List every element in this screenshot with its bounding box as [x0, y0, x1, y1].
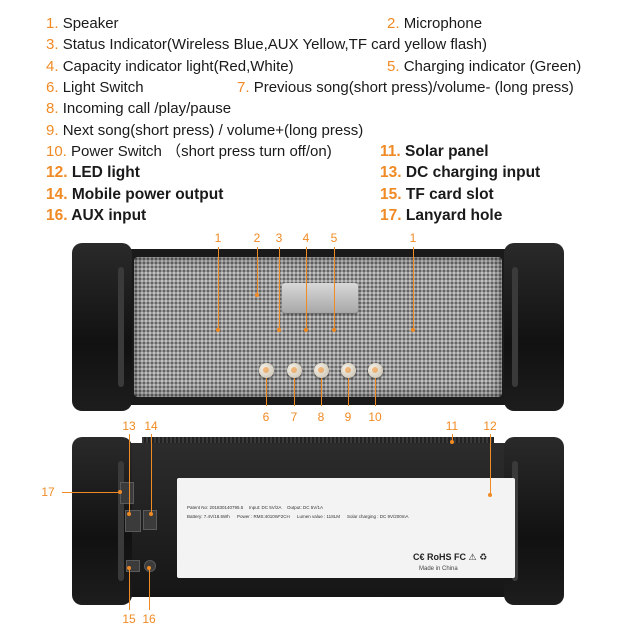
product-label-plate: Patent No: 201830140795.5 Input: DC 5V/2…	[177, 478, 515, 578]
microphone-panel	[282, 283, 358, 313]
lanyard-hole	[120, 482, 134, 504]
leader-dot	[411, 328, 415, 332]
speaker-top-view	[72, 243, 564, 411]
legend-item-2: 2. Microphone	[387, 15, 483, 32]
legend-item-10: 10. Power Switch （short press turn off/o…	[46, 143, 332, 160]
legend-item-9: 9. Next song(short press) / volume+(long…	[46, 122, 364, 139]
legend-item-4: 4. Capacity indicator light(Red,White)	[46, 58, 294, 75]
callout-17: 17	[41, 485, 55, 499]
legend-item-5: 5. Charging indicator (Green)	[387, 58, 582, 75]
callout-13: 13	[122, 419, 136, 433]
legend-item-13: 13. DC charging input	[380, 164, 541, 181]
legend-item-14: 14. Mobile power output	[46, 186, 224, 203]
legend-item-3: 3. Status Indicator(Wireless Blue,AUX Ye…	[46, 36, 488, 53]
leader-dot	[488, 493, 492, 497]
callout-6: 6	[262, 410, 270, 424]
patent-text: Patent No: 201830140795.5	[187, 505, 244, 510]
solar-text: Solar charging : DC 9V/200mA	[347, 514, 409, 519]
leader-line	[129, 568, 130, 610]
power-text: Power : RMS:4010W*2CH	[237, 514, 290, 519]
leader-line	[294, 378, 295, 406]
callout-9: 9	[344, 410, 352, 424]
callout-1-right: 1	[409, 231, 417, 245]
legend-item-6: 6. Light Switch	[46, 79, 144, 96]
leader-dot	[216, 328, 220, 332]
callout-4: 4	[302, 231, 310, 245]
leader-line	[257, 247, 258, 295]
leader-line	[62, 492, 120, 493]
leader-dot	[304, 328, 308, 332]
callout-12: 12	[483, 419, 497, 433]
leader-dot	[127, 512, 131, 516]
output-text: Output: DC 5V/1A	[287, 505, 324, 510]
legend-item-15: 15. TF card slot	[380, 186, 494, 203]
leader-line	[151, 434, 152, 514]
leader-dot	[332, 328, 336, 332]
callout-14: 14	[144, 419, 158, 433]
leader-line	[266, 378, 267, 406]
callout-8: 8	[317, 410, 325, 424]
leader-dot	[277, 328, 281, 332]
leader-line	[306, 247, 307, 330]
callout-15: 15	[122, 612, 136, 626]
made-in-text: Made in China	[419, 566, 458, 572]
callout-2: 2	[253, 231, 261, 245]
speaker-body	[122, 249, 514, 405]
callout-10: 10	[368, 410, 382, 424]
battery-text: Battery: 7.4V/18.5Wh	[187, 514, 230, 519]
speaker-grille	[134, 257, 502, 397]
callout-3: 3	[275, 231, 283, 245]
leader-line	[321, 378, 322, 406]
legend-item-16: 16. AUX input	[46, 207, 147, 224]
leader-line	[348, 378, 349, 406]
leader-dot	[118, 490, 122, 494]
callout-16: 16	[142, 612, 156, 626]
leader-dot	[450, 440, 454, 444]
certification-marks: C€ RoHS FC ⚠ ♻	[413, 552, 488, 562]
leader-line	[279, 247, 280, 330]
end-cap-left	[72, 437, 132, 605]
lumen-text: Lumen value : 118LM	[297, 514, 340, 519]
legend-item-1: 1. Speaker	[46, 15, 119, 32]
solar-panel	[142, 437, 494, 443]
usb-output-port[interactable]	[143, 510, 157, 530]
end-cap-right	[504, 243, 564, 411]
feature-legend: 1. Speaker 2. Microphone 3. Status Indic…	[0, 0, 640, 230]
power-switch-button[interactable]	[368, 363, 383, 378]
leader-line	[452, 434, 453, 442]
leader-line	[334, 247, 335, 330]
leader-dot	[149, 512, 153, 516]
next-song-button[interactable]	[341, 363, 356, 378]
leader-dot	[255, 293, 259, 297]
legend-item-17: 17. Lanyard hole	[380, 207, 503, 224]
legend-item-7: 7. Previous song(short press)/volume- (l…	[237, 79, 574, 96]
previous-song-button[interactable]	[287, 363, 302, 378]
leader-line	[413, 247, 414, 330]
callout-11: 11	[445, 419, 459, 433]
play-pause-button[interactable]	[314, 363, 329, 378]
callout-1-left: 1	[214, 231, 222, 245]
leader-line	[149, 568, 150, 610]
end-cap-left	[72, 243, 132, 411]
leader-line	[129, 434, 130, 514]
legend-item-12: 12. LED light	[46, 164, 140, 181]
leader-line	[218, 247, 219, 330]
callout-7: 7	[290, 410, 298, 424]
callout-5: 5	[330, 231, 338, 245]
legend-item-8: 8. Incoming call /play/pause	[46, 100, 232, 117]
leader-line	[375, 378, 376, 406]
legend-item-11: 11. Solar panel	[380, 143, 489, 160]
leader-line	[490, 434, 491, 495]
light-switch-button[interactable]	[259, 363, 274, 378]
input-text: Input: DC 5V/2A	[249, 505, 282, 510]
